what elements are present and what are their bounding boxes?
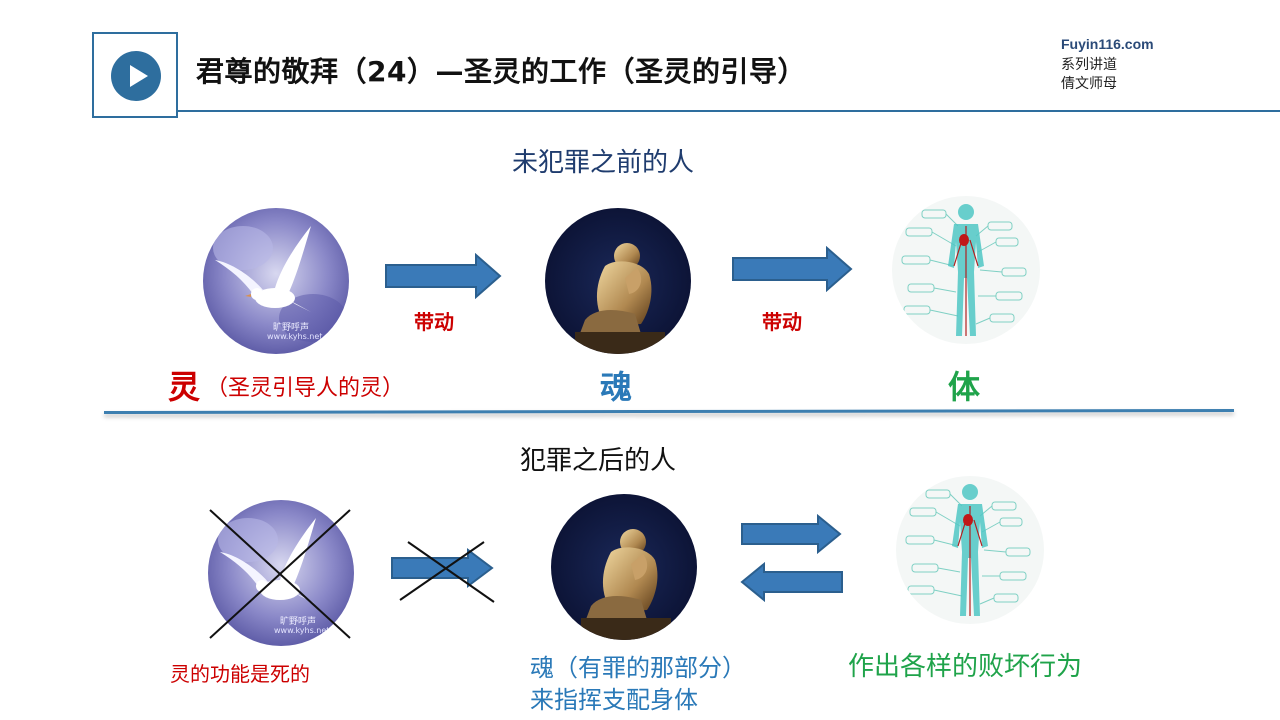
body-label: 体 bbox=[948, 368, 981, 406]
play-icon[interactable] bbox=[111, 51, 161, 101]
human-body-anatomy-image bbox=[896, 476, 1044, 624]
thinker-statue-image bbox=[545, 208, 691, 354]
page-title: 君尊的敬拜（24）—圣灵的工作（圣灵的引导） bbox=[196, 55, 806, 88]
dove-image: 旷野呼声 www.kyhs.net bbox=[203, 208, 349, 354]
before-heading: 未犯罪之前的人 bbox=[512, 148, 695, 178]
blocked-arrow-icon bbox=[391, 541, 495, 603]
header-frame bbox=[92, 32, 178, 118]
watermark-url: www.kyhs.net bbox=[274, 626, 330, 635]
human-body-anatomy-image bbox=[892, 196, 1040, 344]
spirit-note: （圣灵引导人的灵） bbox=[206, 376, 405, 401]
header-frame-edge bbox=[176, 32, 178, 118]
after-heading: 犯罪之后的人 bbox=[520, 446, 677, 476]
dove-image-crossed: 旷野呼声 www.kyhs.net bbox=[208, 500, 354, 646]
arrow-label-drive: 带动 bbox=[762, 310, 802, 334]
right-arrow-icon bbox=[385, 253, 502, 299]
speaker-label: 倩文师母 bbox=[1061, 76, 1117, 92]
spirit-dead-note: 灵的功能是死的 bbox=[170, 662, 310, 686]
right-arrow-icon bbox=[732, 246, 853, 292]
site-name: Fuyin116.com bbox=[1061, 36, 1154, 52]
body-corrupt-note: 作出各样的败坏行为 bbox=[848, 652, 1083, 682]
watermark-text: 旷野呼声 bbox=[273, 323, 310, 333]
spirit-label: 灵 bbox=[168, 368, 201, 406]
cross-out-icon bbox=[209, 509, 351, 639]
soul-label: 魂 bbox=[600, 368, 633, 406]
arrow-label-drive: 带动 bbox=[414, 310, 454, 334]
title-underline bbox=[178, 110, 1280, 112]
soul-note-line2: 来指挥支配身体 bbox=[530, 686, 698, 714]
watermark-text: 旷野呼声 bbox=[280, 617, 317, 627]
watermark-url: www.kyhs.net bbox=[267, 332, 323, 341]
section-divider bbox=[103, 409, 1235, 414]
left-arrow-icon bbox=[740, 562, 843, 602]
right-arrow-icon bbox=[741, 514, 842, 554]
series-label: 系列讲道 bbox=[1061, 57, 1117, 73]
soul-note-line1: 魂（有罪的那部分） bbox=[530, 654, 746, 682]
thinker-statue-image bbox=[551, 494, 697, 640]
